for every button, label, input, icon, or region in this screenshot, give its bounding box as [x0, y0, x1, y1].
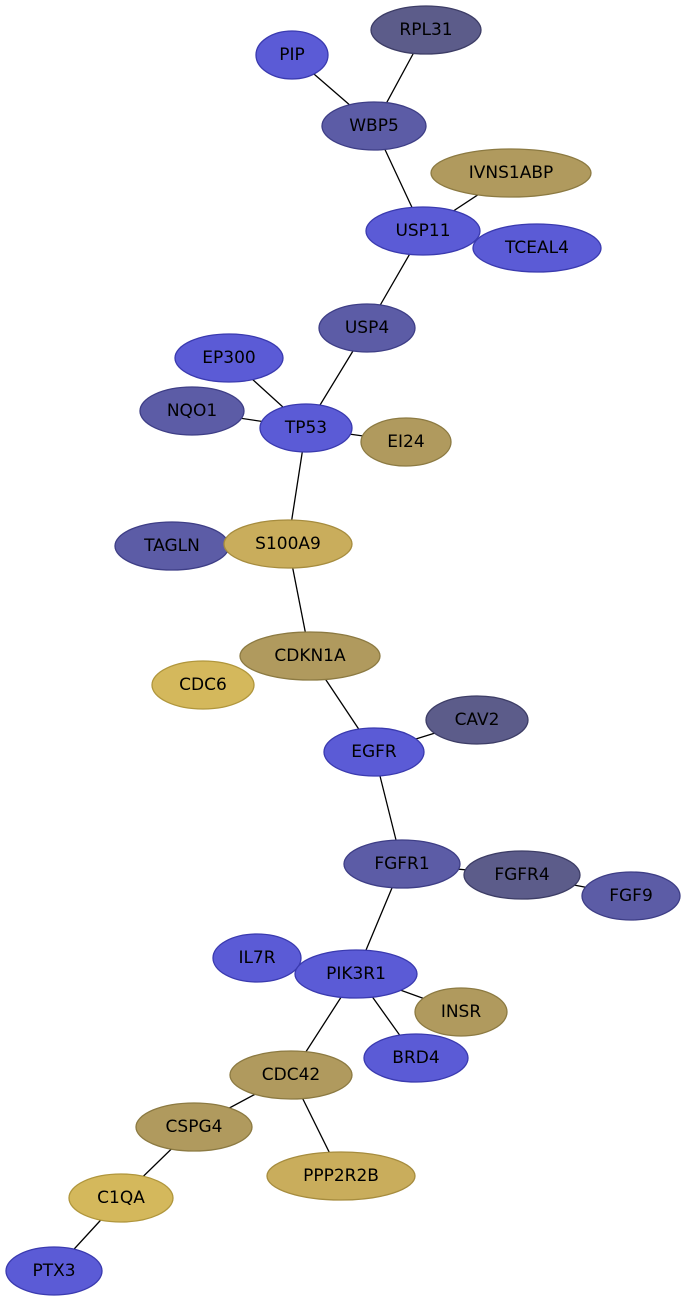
node-label: TAGLN	[143, 536, 200, 556]
node-usp4[interactable]: USP4	[318, 303, 416, 353]
node-wbp5[interactable]: WBP5	[321, 101, 427, 151]
node-fgfr4[interactable]: FGFR4	[463, 850, 581, 900]
node-label: PIK3R1	[326, 964, 386, 984]
node-label: FGFR1	[374, 854, 429, 874]
node-label: WBP5	[349, 116, 399, 136]
node-ellipse	[174, 333, 284, 383]
node-insr[interactable]: INSR	[414, 987, 508, 1037]
node-ellipse	[139, 386, 245, 436]
node-label: TCEAL4	[504, 238, 569, 258]
node-ei24[interactable]: EI24	[360, 417, 452, 467]
node-label: INSR	[441, 1002, 482, 1022]
node-egfr[interactable]: EGFR	[323, 727, 425, 777]
node-ellipse	[229, 1050, 353, 1100]
node-ellipse	[323, 727, 425, 777]
node-label: PPP2R2B	[303, 1166, 379, 1186]
node-label: NQO1	[167, 401, 217, 421]
node-ptx3[interactable]: PTX3	[5, 1246, 103, 1296]
node-ellipse	[463, 850, 581, 900]
node-label: FGF9	[609, 886, 653, 906]
node-label: CDC6	[179, 675, 227, 695]
node-ivns1abp[interactable]: IVNS1ABP	[430, 148, 592, 198]
node-cav2[interactable]: CAV2	[425, 695, 529, 745]
node-ellipse	[68, 1173, 174, 1223]
node-label: EI24	[387, 432, 424, 452]
node-brd4[interactable]: BRD4	[363, 1033, 469, 1083]
node-label: USP4	[345, 318, 389, 338]
node-c1qa[interactable]: C1QA	[68, 1173, 174, 1223]
node-ep300[interactable]: EP300	[174, 333, 284, 383]
node-ellipse	[239, 631, 381, 681]
node-ellipse	[414, 987, 508, 1037]
node-tceal4[interactable]: TCEAL4	[472, 223, 602, 273]
node-label: IL7R	[238, 948, 275, 968]
node-pip[interactable]: PIP	[255, 30, 329, 80]
node-cdkn1a[interactable]: CDKN1A	[239, 631, 381, 681]
node-ellipse	[321, 101, 427, 151]
node-label: S100A9	[255, 534, 321, 554]
node-label: PIP	[279, 45, 305, 65]
node-label: RPL31	[399, 20, 452, 40]
node-ellipse	[472, 223, 602, 273]
node-cdc42[interactable]: CDC42	[229, 1050, 353, 1100]
node-label: FGFR4	[494, 865, 549, 885]
node-ellipse	[212, 933, 302, 983]
node-label: EP300	[202, 348, 255, 368]
node-usp11[interactable]: USP11	[365, 206, 481, 256]
node-label: C1QA	[97, 1188, 145, 1208]
node-ellipse	[318, 303, 416, 353]
node-ellipse	[259, 403, 353, 453]
node-nqo1[interactable]: NQO1	[139, 386, 245, 436]
node-ellipse	[266, 1151, 416, 1201]
node-tagln[interactable]: TAGLN	[114, 521, 230, 571]
node-ellipse	[430, 148, 592, 198]
node-label: CAV2	[455, 710, 500, 730]
node-cdc6[interactable]: CDC6	[151, 660, 255, 710]
node-ellipse	[425, 695, 529, 745]
node-label: IVNS1ABP	[469, 163, 554, 183]
node-ellipse	[365, 206, 481, 256]
node-label: BRD4	[392, 1048, 439, 1068]
node-ellipse	[255, 30, 329, 80]
node-fgf9[interactable]: FGF9	[581, 871, 681, 921]
node-ellipse	[294, 949, 418, 999]
node-ellipse	[343, 839, 461, 889]
node-ellipse	[151, 660, 255, 710]
node-label: EGFR	[351, 742, 397, 762]
node-label: TP53	[284, 418, 327, 438]
node-ppp2r2b[interactable]: PPP2R2B	[266, 1151, 416, 1201]
node-il7r[interactable]: IL7R	[212, 933, 302, 983]
node-tp53[interactable]: TP53	[259, 403, 353, 453]
node-rpl31[interactable]: RPL31	[370, 5, 482, 55]
node-label: USP11	[395, 221, 450, 241]
node-ellipse	[135, 1102, 253, 1152]
node-s100a9[interactable]: S100A9	[223, 519, 353, 569]
node-ellipse	[581, 871, 681, 921]
node-cspg4[interactable]: CSPG4	[135, 1102, 253, 1152]
node-ellipse	[363, 1033, 469, 1083]
node-label: PTX3	[32, 1261, 75, 1281]
node-ellipse	[5, 1246, 103, 1296]
node-pik3r1[interactable]: PIK3R1	[294, 949, 418, 999]
node-label: CSPG4	[166, 1117, 223, 1137]
node-label: CDKN1A	[274, 646, 346, 666]
node-ellipse	[223, 519, 353, 569]
node-ellipse	[360, 417, 452, 467]
node-ellipse	[370, 5, 482, 55]
node-label: CDC42	[262, 1065, 320, 1085]
node-fgfr1[interactable]: FGFR1	[343, 839, 461, 889]
